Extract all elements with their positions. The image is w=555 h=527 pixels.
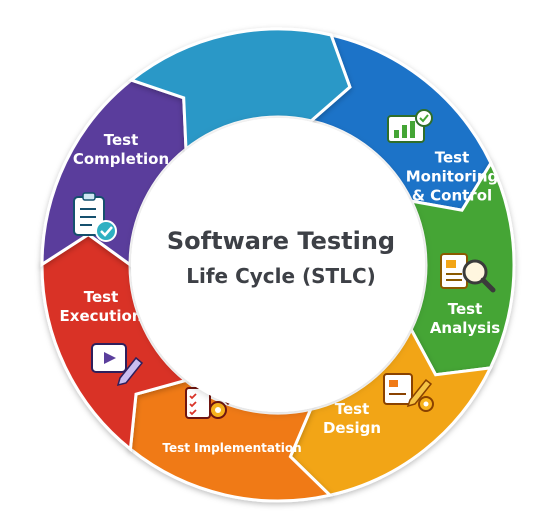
play-pencil-icon [91, 343, 144, 387]
phase-shape-completion [128, 27, 352, 153]
clipboard-done-icon [73, 192, 117, 242]
center-disc [131, 118, 425, 412]
phase-label-execution-line2: Execution [60, 307, 143, 325]
design-pencil-gear-icon [383, 373, 434, 412]
center-title-line2: Life Cycle (STLC) [186, 264, 376, 288]
phase-label-implementation-line1: Test Implementation [162, 441, 301, 455]
phase-label-analysis-line1: Test [448, 300, 483, 318]
phase-ring: TestPlanningTestMonitoring& ControlTestA… [40, 27, 516, 503]
phase-label-monitoring-line3: & Control [412, 186, 492, 204]
monitor-chart-icon [387, 109, 433, 143]
phase-label-monitoring-line2: Monitoring [406, 167, 498, 185]
document-magnifier-icon [440, 253, 496, 293]
phase-label-completion-line2: Completion [73, 150, 169, 168]
center-title-line1: Software Testing [167, 227, 395, 255]
phase-label-design-line1: Test [335, 400, 370, 418]
phase-label-completion-line1: Test [104, 131, 139, 149]
phase-label-design-line2: Design [323, 419, 381, 437]
phase-label-monitoring-line1: Test [435, 148, 470, 166]
phase-label-analysis-line2: Analysis [430, 319, 500, 337]
phase-label-execution-line1: Test [84, 288, 119, 306]
